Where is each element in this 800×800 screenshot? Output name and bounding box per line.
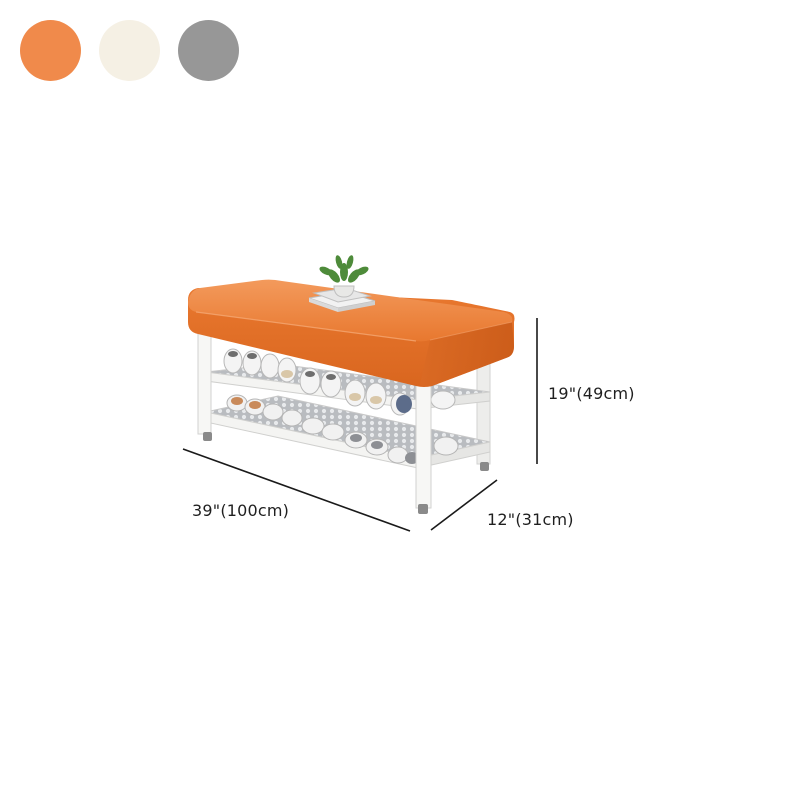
bench-frame-back <box>476 351 491 471</box>
books-and-plant-decoration <box>308 255 376 312</box>
depth-dimension-line <box>430 479 498 531</box>
color-swatches <box>20 20 240 82</box>
height-dimension-label: 19"(49cm) <box>548 384 635 403</box>
dimension-lines <box>182 318 538 532</box>
width-dimension-label: 39"(100cm) <box>192 501 290 520</box>
color-swatch-cream[interactable] <box>99 20 160 81</box>
color-swatch-orange[interactable] <box>20 20 81 81</box>
shoes-lower-row <box>226 394 459 464</box>
width-dimension-line <box>182 448 411 532</box>
bench-frame-front <box>197 329 432 514</box>
depth-dimension-label: 12"(31cm) <box>487 510 574 529</box>
bench-cushion <box>188 279 515 387</box>
shoes-upper-row <box>223 348 456 416</box>
color-swatch-gray[interactable] <box>178 20 239 81</box>
